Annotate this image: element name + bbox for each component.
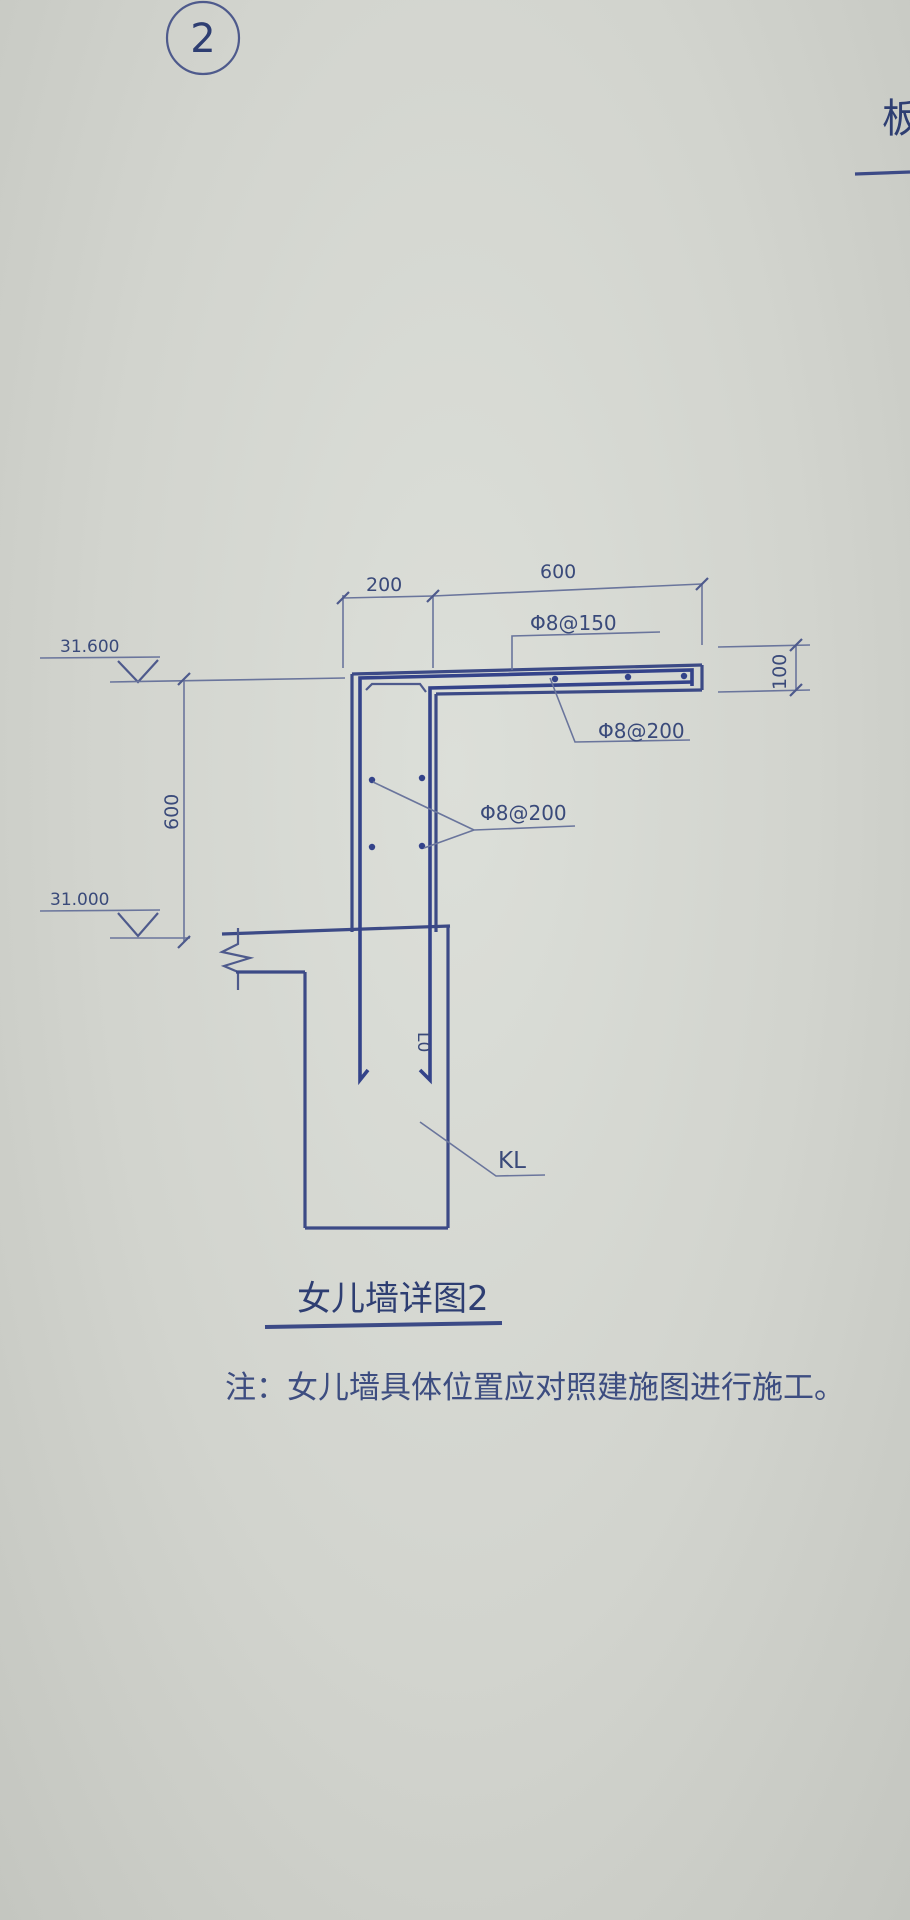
distribution-bars — [368, 672, 688, 851]
top-dimension-lines — [336, 577, 709, 668]
detail-marker: 2 — [165, 0, 241, 76]
elevation-bottom-symbol — [39, 909, 190, 939]
rebar-cage — [358, 668, 694, 1086]
parapet-outline — [221, 663, 704, 936]
detail-marker-number: 2 — [190, 16, 215, 62]
slab-thickness-dimension-lines — [717, 638, 811, 697]
leader-slab-bottom — [549, 677, 691, 743]
edge-text-fragment: 板 — [882, 96, 910, 142]
elevation-top-symbol — [39, 656, 346, 684]
break-line — [218, 928, 255, 990]
rebar-label-slab-top: Φ8@150 — [530, 611, 617, 635]
leader-beam — [419, 1121, 546, 1177]
elevation-bottom-label: 31.000 — [50, 890, 109, 910]
leader-wall — [372, 781, 576, 849]
construction-note: 注：女儿墙具体位置应对照建施图进行施工。 — [225, 1370, 845, 1406]
wall-height-dimension-lines — [177, 672, 191, 949]
rebar-label-wall: Φ8@200 — [480, 801, 567, 825]
elevation-top-label: 31.600 — [60, 637, 119, 657]
beam-label: KL — [498, 1148, 526, 1174]
detail-title: 女儿墙详图2 — [297, 1279, 489, 1319]
title-underline — [264, 1321, 503, 1329]
slab-length-dimension: 600 — [540, 561, 576, 583]
slab-thickness-dimension: 100 — [769, 654, 791, 690]
edge-underline — [854, 170, 910, 176]
wall-height-dimension: 600 — [161, 794, 183, 830]
beam-outline — [236, 926, 450, 1230]
wall-width-dimension: 200 — [366, 574, 402, 596]
rebar-label-slab-bottom: Φ8@200 — [598, 719, 685, 743]
leader-slab-top — [511, 631, 661, 670]
anchor-length-label: L0 — [413, 1032, 433, 1052]
